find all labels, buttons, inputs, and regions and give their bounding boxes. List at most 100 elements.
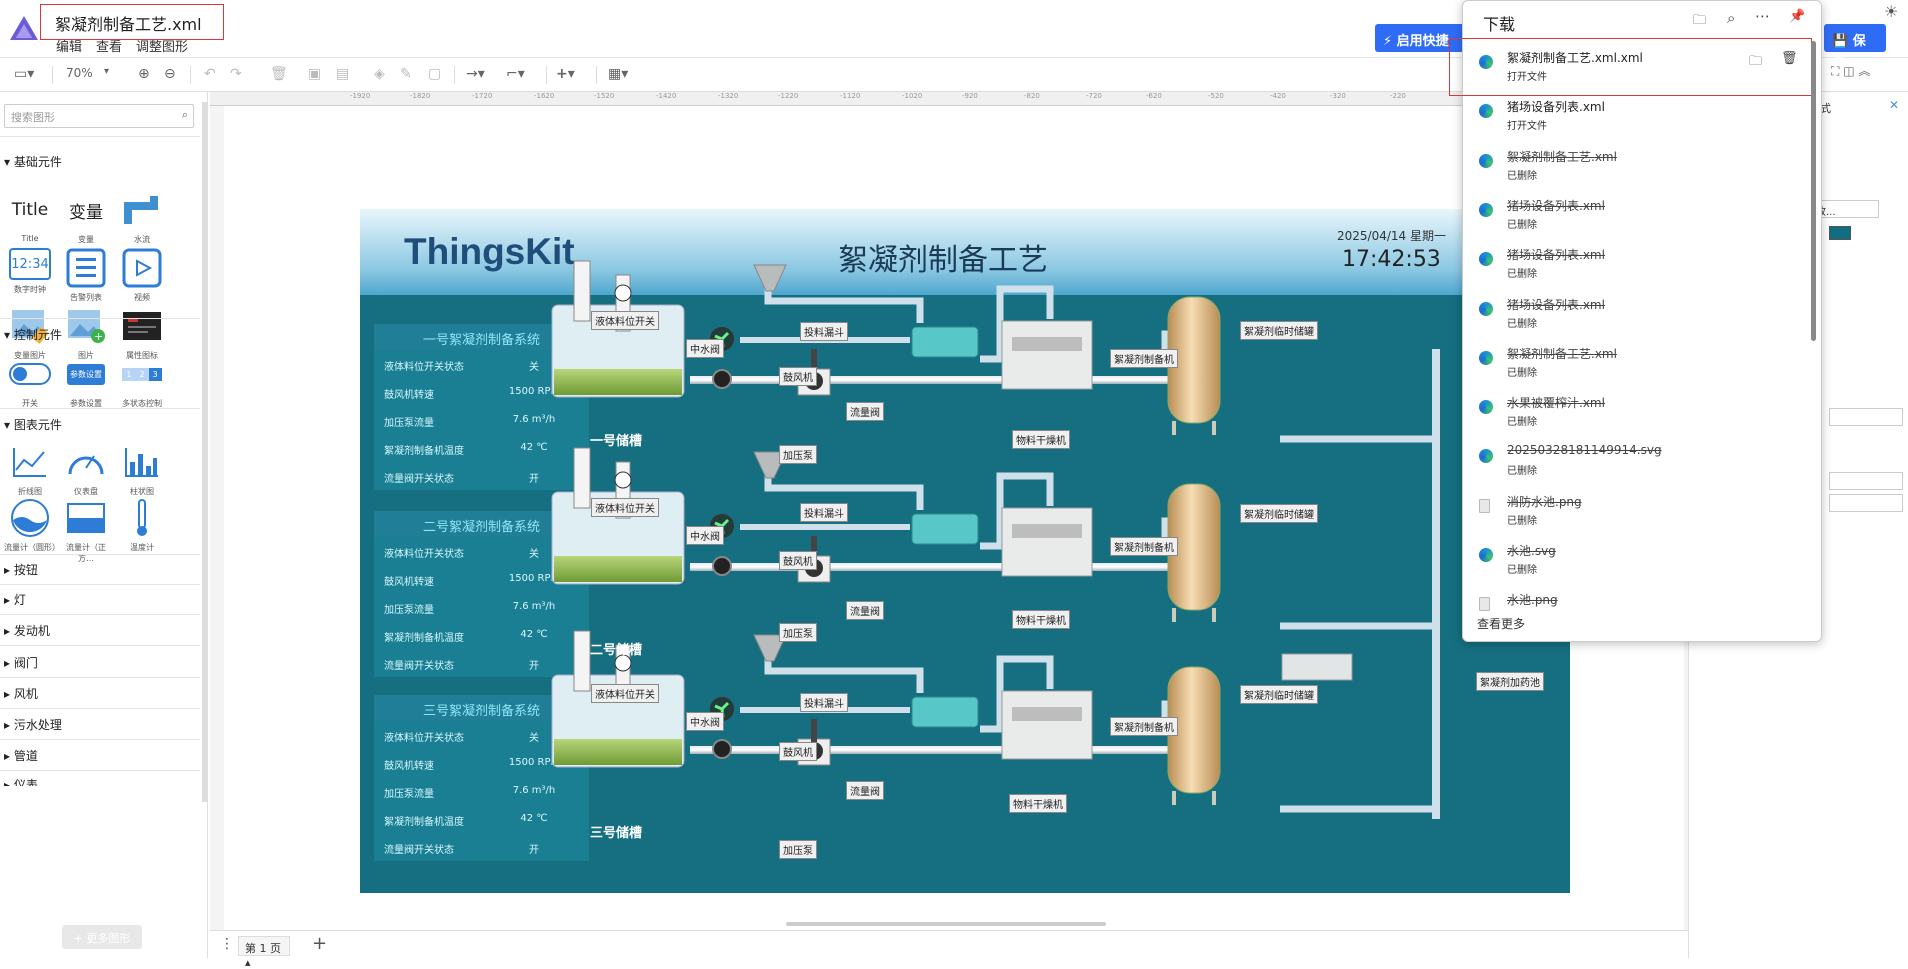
see-more-link[interactable]: 查看更多 [1477,617,1526,631]
add-page-icon[interactable]: + [312,933,328,954]
waypoint-icon[interactable]: ⌐▾ [506,66,525,82]
insert-icon[interactable]: +▾ [556,66,575,82]
input-field[interactable] [1829,472,1903,490]
section-light[interactable]: ▸ 灯 [4,593,26,607]
tank-2-label: 二号储槽 [589,643,642,658]
svg-text:+: + [94,330,103,343]
to-back-icon[interactable]: ▤ [336,66,350,82]
table-icon[interactable]: ▦▾ [608,66,629,82]
more-shapes-button[interactable]: + 更多图形 [62,925,142,949]
label-blower: 鼓风机 [779,367,817,386]
download-status[interactable]: 打开文件 [1507,121,1547,133]
pin-icon[interactable]: 📌 [1789,9,1806,24]
more-icon[interactable]: ⋯ [1755,7,1770,25]
line-color-icon[interactable]: ✎ [400,66,412,82]
label-flow-valve: 流量阀 [846,601,884,620]
section-chart[interactable]: ▾ 图表元件 [4,418,62,432]
left-scrollbar[interactable] [202,102,208,802]
color-swatch[interactable] [1829,226,1851,240]
palette-water-flow[interactable]: 水流 [116,190,168,245]
section-fan[interactable]: ▸ 风机 [4,687,38,701]
section-basic[interactable]: ▾ 基础元件 [4,155,62,169]
fill-color-icon[interactable]: ◈ [374,66,385,82]
palette-line-chart[interactable]: 折线图 [4,442,56,497]
palette-image[interactable]: +图片 [60,306,112,361]
palette-alarm-list[interactable]: 告警列表 [60,248,112,303]
download-status: 已删除 [1507,219,1537,231]
panel-toggle-icon[interactable]: ▭▾ [14,66,35,82]
palette-gauge[interactable]: 仪表盘 [60,442,112,497]
palette-bar-chart[interactable]: 柱状图 [116,442,168,497]
file-title[interactable]: 絮凝剂制备工艺.xml [40,4,224,40]
section-meter[interactable]: ▸ 仪表 [0,776,200,786]
downloads-scrollbar[interactable] [1811,41,1816,341]
settings-icon[interactable]: ☀ [1884,2,1899,21]
section-control[interactable]: ▾ 控制元件 [4,328,62,342]
download-item[interactable]: 水池.png [1471,588,1806,637]
palette-thermometer[interactable]: 温度计 [116,498,168,553]
input-field[interactable] [1829,494,1903,512]
palette-variable-image[interactable]: 变量图片 [4,306,56,361]
connection-icon[interactable]: →▾ [466,66,485,82]
download-filename: 絮凝剂制备工艺.xml [1507,346,1617,361]
palette-thermometer-label: 温度计 [130,543,154,552]
redo-icon[interactable]: ↷ [230,66,242,82]
search-input[interactable]: 搜索图形⌕ [4,104,194,128]
param-button-glyph: 参数设置 [67,363,105,385]
palette-flow-round[interactable]: 流量计（圆形） [4,498,60,553]
save-button[interactable]: 💾 保存 [1824,24,1886,68]
canvas-scrollbar[interactable] [786,922,1106,926]
download-status[interactable]: 打开文件 [1507,72,1547,83]
quick-start-button[interactable]: ⚡ 启用快捷 [1375,24,1465,52]
palette-attr-icon[interactable]: 属性图标 [116,306,168,361]
section-valve[interactable]: ▸ 阀门 [4,656,38,670]
pages-menu-icon[interactable]: ⋮ [220,936,234,952]
palette-image-label: 图片 [78,351,94,360]
section-pipe[interactable]: ▸ 管道 [4,749,38,763]
to-front-icon[interactable]: ▣ [308,66,322,82]
palette-switch[interactable]: 开关 [4,354,56,409]
search-icon[interactable]: ⌕ [1727,9,1736,27]
shadow-icon[interactable]: ▢ [428,66,442,82]
delete-icon[interactable]: 🗑 [270,66,288,82]
menu-view[interactable]: 查看 [96,40,123,55]
close-panel-icon[interactable]: ✕ [1889,98,1900,112]
zoom-in-icon[interactable]: ⊕ [138,66,150,82]
scada-diagram[interactable]: ThingsKit 絮凝剂制备工艺 2025/04/14 星期一 17:42:5… [360,209,1570,893]
palette-variable[interactable]: 变量变量 [60,190,112,245]
show-in-folder-icon[interactable]: 🗀 [1749,54,1763,69]
menu-edit[interactable]: 编辑 [56,40,83,55]
palette-flow-square[interactable]: 流量计（正方… [60,498,112,564]
section-engine[interactable]: ▸ 发动机 [4,624,50,638]
undo-icon[interactable]: ↶ [204,66,216,82]
delete-icon[interactable]: 🗑 [1781,51,1798,66]
download-status: 已删除 [1507,170,1537,182]
select-dropdown[interactable] [1829,408,1903,426]
palette-video[interactable]: 视频 [116,248,168,303]
open-folder-icon[interactable]: 🗀 [1693,13,1707,28]
zoom-dropdown-icon[interactable]: ▾ [104,66,110,77]
menu-arrange[interactable]: 调整图形 [136,40,189,55]
fullscreen-icon[interactable]: ⛶ ◫ ︽ [1831,64,1871,78]
section-control-label: 控制元件 [13,328,62,342]
page-tab[interactable]: 第 1 页 ▴ [238,936,290,969]
zoom-select[interactable]: 70% [66,66,93,80]
section-sewage[interactable]: ▸ 污水处理 [4,718,62,732]
section-button[interactable]: ▸ 按钮 [4,563,38,577]
zoom-out-icon[interactable]: ⊖ [164,66,176,82]
palette-param-setting[interactable]: 参数设置参数设置 [60,354,112,409]
